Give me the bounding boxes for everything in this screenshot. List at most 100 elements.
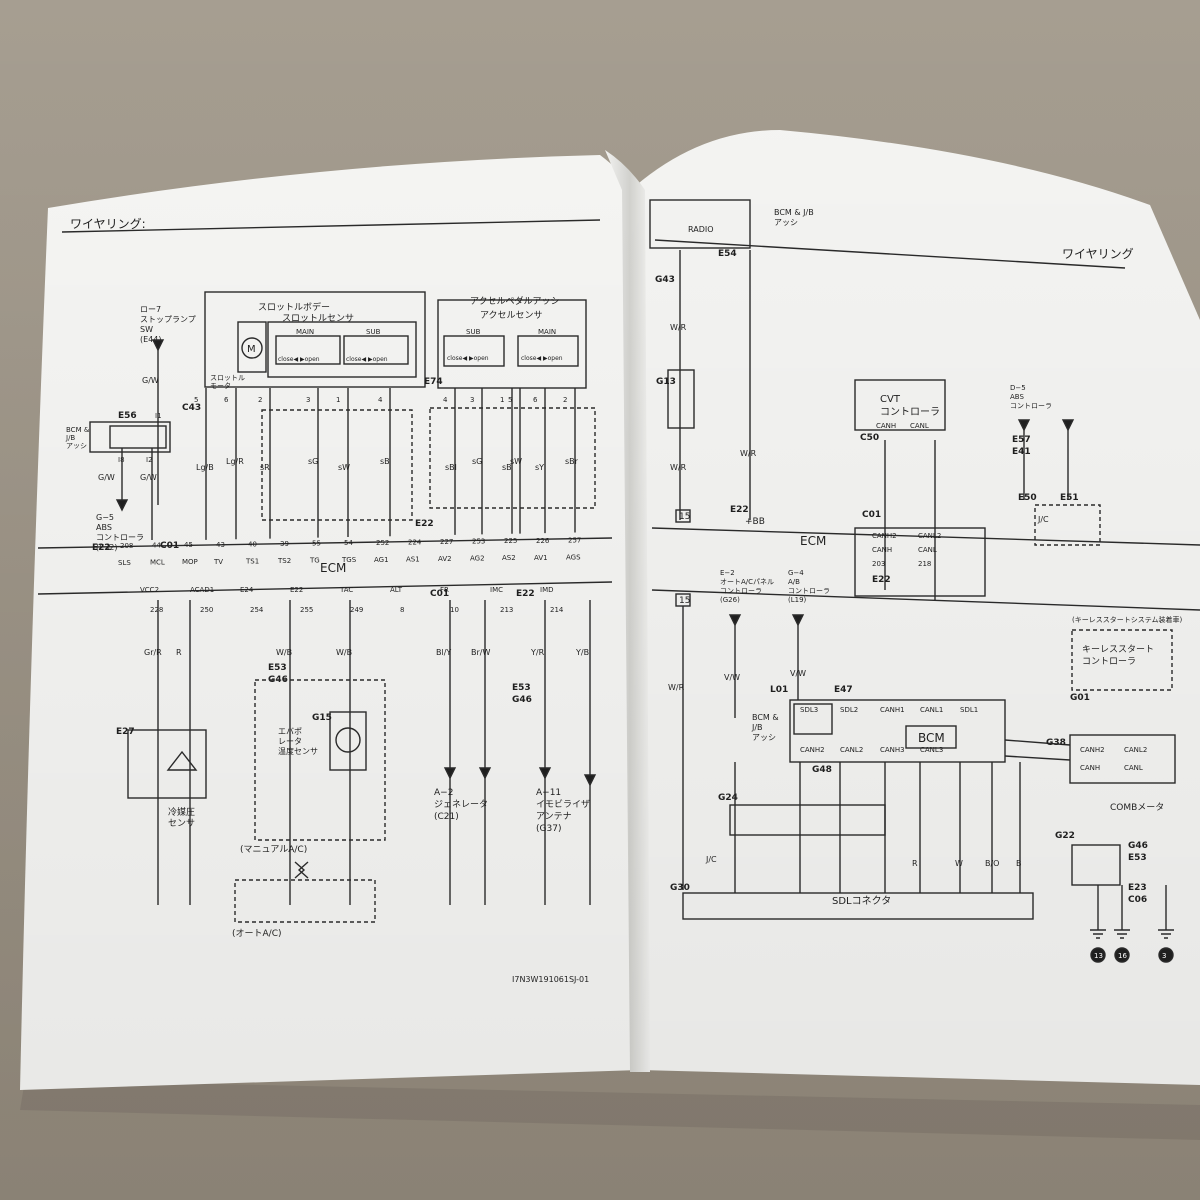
- accel-sub-sensor: [443, 335, 505, 367]
- accel-sensor-label: アクセルセンサ: [480, 310, 543, 321]
- evap-sensor-label: エバポ: [278, 727, 302, 736]
- ecm-pin-signal: TS2: [277, 557, 291, 565]
- abs-arrow: [115, 499, 129, 512]
- connector-label: E57: [1012, 435, 1031, 445]
- stop-lamp-label: SW: [140, 325, 153, 334]
- pin-label: 1: [336, 396, 340, 404]
- ecm-bottom-rule: [37, 581, 613, 595]
- connector-label: G22: [1055, 831, 1075, 841]
- ground-number: 3: [1162, 952, 1166, 960]
- abs-right-arrow: [1017, 419, 1031, 432]
- connector-label: G46: [512, 695, 532, 705]
- connector-label: C43: [182, 403, 201, 413]
- header-rule: [61, 219, 601, 233]
- stop-lamp-arrow: [151, 339, 165, 352]
- pin-label: 4: [378, 396, 383, 404]
- connector-label: C06: [1128, 895, 1147, 905]
- ecm-pin-signal: ACAD1: [190, 586, 214, 594]
- junction-label: J/C: [705, 855, 717, 864]
- ground-symbol: [1090, 929, 1106, 939]
- ecm-top-rule: [37, 537, 613, 549]
- connector-label: E53: [1128, 853, 1147, 863]
- connector-label: G38: [1046, 738, 1066, 748]
- ecm-pin-signal: AG1: [374, 556, 389, 564]
- immobilizer-label: イモビライザ: [536, 799, 590, 810]
- wire-color: sR: [260, 463, 270, 472]
- abs-controller-label: G−5: [96, 513, 114, 522]
- connector-label: E54: [718, 249, 737, 259]
- wire-color: sG: [472, 457, 482, 466]
- ecm-pin-number: 54: [344, 539, 353, 547]
- sensor-triangle: [166, 750, 198, 771]
- ecm-pin-signal: SLS: [118, 559, 131, 567]
- close-open-label: close◀ ▶open: [346, 356, 388, 363]
- ecm-pin-signal: TG: [309, 557, 320, 565]
- cvt-controller-box: [854, 379, 946, 431]
- wire-color: G/W: [140, 473, 157, 482]
- refrigerant-sensor-box: [127, 729, 207, 799]
- cvt-label: コントローラ: [880, 406, 940, 418]
- main-label: MAIN: [538, 328, 556, 336]
- pin-label: I2: [146, 456, 153, 464]
- auto-ac-arrow: [728, 614, 742, 627]
- wire: [1004, 739, 1071, 746]
- connector-label: G15: [312, 713, 332, 723]
- comb-meter-box: [1069, 734, 1176, 784]
- connector-label: G48: [812, 765, 832, 775]
- connector-label: E51: [1060, 493, 1079, 503]
- wire-color: sB: [380, 457, 390, 466]
- throttle-sensor-label: スロットルセンサ: [282, 313, 354, 324]
- wire-color: W: [955, 859, 963, 868]
- abs-right-label: コントローラ: [1010, 402, 1052, 410]
- radio-label: RADIO: [688, 225, 714, 234]
- ecm-pin-number: 253: [472, 538, 485, 546]
- right-header: ワイヤリング: [1062, 247, 1134, 261]
- connector-label: C50: [860, 433, 879, 443]
- ecm-pin-number: 213: [500, 606, 513, 614]
- fuse-box-label-2: 15: [679, 596, 690, 606]
- close-open-label: close◀ ▶open: [521, 355, 563, 362]
- pin-label: 6: [224, 396, 229, 404]
- ecm-pin-signal: TS1: [245, 557, 259, 565]
- wire-color: Br/W: [471, 648, 490, 657]
- connector-label: G24: [718, 793, 738, 803]
- motor-m-letter: M: [247, 344, 256, 355]
- ab-controller-label: コントローラ: [788, 587, 830, 595]
- ecm-rule: [651, 527, 1200, 546]
- jc-right-box: [1034, 504, 1101, 546]
- ground-marker: [1158, 947, 1174, 963]
- pin-label: 3: [470, 396, 474, 404]
- right-page-diagram: BCM & J/BアッシG43E54W/RG13W/RW/RE22CVTコントロ…: [649, 199, 1200, 963]
- generator-label: (C21): [434, 812, 459, 822]
- wire-color: W/B: [336, 648, 352, 657]
- abs-controller-label: ABS: [96, 523, 112, 532]
- ecm-pin-signal: E22: [290, 586, 303, 594]
- plus-bb-label: +BB: [745, 517, 765, 527]
- ecm-pin-number: 8: [400, 606, 404, 614]
- wire-color: Lg/R: [226, 457, 244, 466]
- throttle-motor-label: モータ: [210, 381, 231, 390]
- wire-color: Bl/Y: [436, 648, 451, 657]
- ecm-pin-signal: TGS: [341, 556, 357, 564]
- connector-label: E27: [116, 727, 135, 737]
- bcm-pin-label: CANH2: [800, 746, 825, 754]
- sub-label: SUB: [366, 328, 381, 336]
- ecm-pin-signal: AS1: [406, 555, 420, 563]
- close-open-label: close◀ ▶open: [447, 355, 489, 362]
- ecm-sub-label: CANH: [872, 546, 892, 554]
- swap-arrows-icon: [294, 861, 309, 879]
- comb-meter-label: COMBメータ: [1110, 802, 1164, 813]
- sub-label: SUB: [466, 328, 481, 336]
- auto-ac-panel-label: コントローラ: [720, 587, 762, 595]
- wire-color: B: [1016, 859, 1022, 868]
- connector-label: G46: [1128, 841, 1148, 851]
- auto-ac-panel-label: オートA/Cパネル: [720, 578, 774, 586]
- generator-arrow: [443, 767, 457, 780]
- ecm-pin-signal: ALT: [390, 586, 403, 594]
- connector-label: C01: [160, 541, 179, 551]
- connector-label: E22: [730, 505, 749, 515]
- connector-label: E53: [512, 683, 531, 693]
- ecm-pin-signal: FR: [440, 586, 449, 594]
